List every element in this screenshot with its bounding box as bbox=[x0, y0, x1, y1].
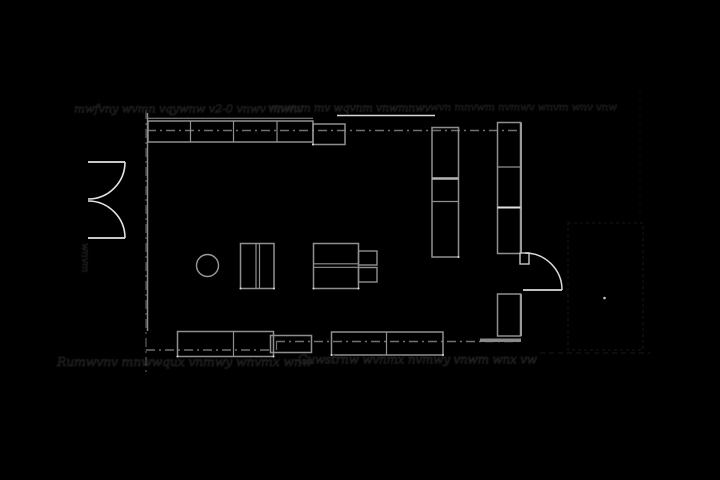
stool bbox=[195, 253, 220, 278]
snap-dot bbox=[457, 256, 460, 258]
snap-dot bbox=[273, 287, 275, 290]
redacted-dimension-text: vmwum mv wqvnm vnwmnwv bbox=[268, 102, 431, 115]
upper-cabinet-end bbox=[312, 123, 346, 146]
snap-dot bbox=[239, 287, 242, 290]
double-door-swing-bottom bbox=[87, 200, 126, 239]
door-swing-right bbox=[524, 252, 563, 291]
redacted-dimension-text: mwfvny wvmn vqywnw v2-0 vnwv mwnv bbox=[74, 102, 304, 116]
door-jamb-right bbox=[519, 252, 530, 265]
desk-side-box bbox=[357, 250, 378, 266]
desk-unit bbox=[312, 242, 360, 290]
snap-dot bbox=[176, 355, 179, 358]
redacted-dimension-text: Rumwvnv mnwwqux vnmwy wnvmx wnw bbox=[56, 354, 313, 369]
base-cabinet-step bbox=[269, 334, 313, 354]
double-door-swing-top bbox=[87, 161, 126, 200]
redacted-dimension-text: wnvm bbox=[79, 243, 90, 272]
tall-cabinet-a bbox=[431, 126, 460, 258]
base-cabinet-left bbox=[176, 330, 275, 358]
redacted-dimension-text: wvn mnvwm nvmwv wnvm wnv vnw bbox=[430, 102, 617, 114]
snap-dot bbox=[272, 355, 275, 358]
island-cabinet bbox=[239, 242, 275, 290]
adjacent-room-faint bbox=[567, 222, 644, 351]
base-cabinet-right bbox=[330, 331, 444, 356]
snap-dot bbox=[312, 287, 315, 290]
desk-side-box bbox=[357, 266, 378, 283]
snap-dot bbox=[603, 296, 606, 300]
snap-dot bbox=[442, 354, 444, 356]
redacted-dimension-text: Guwstrnw wvnmx nvmwy vnwm wnx vw bbox=[298, 353, 538, 367]
snap-dot bbox=[330, 354, 333, 356]
wall-bottom-right-band bbox=[480, 338, 521, 342]
snap-dot bbox=[357, 287, 360, 290]
snap-dot bbox=[312, 143, 314, 146]
